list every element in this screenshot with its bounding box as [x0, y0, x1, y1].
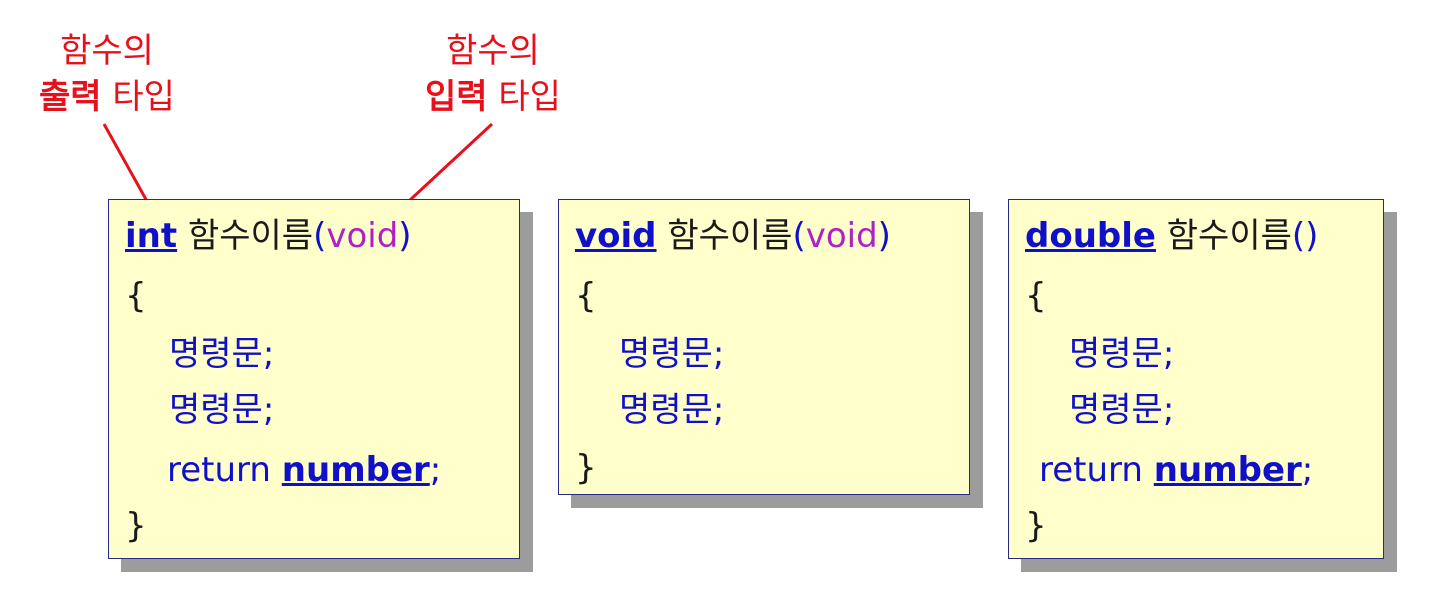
return-type-keyword: double [1025, 216, 1156, 256]
statement-line: 명령문; [1069, 334, 1175, 374]
input-type-annotation: 함수의 입력 타입 [408, 28, 578, 120]
open-paren: ( [313, 216, 327, 256]
return-type-keyword: void [575, 216, 657, 256]
statement-line: 명령문; [619, 390, 725, 430]
statement-line: 명령문; [1069, 390, 1175, 430]
function-name: 함수이름 [656, 216, 793, 256]
parens: () [1291, 216, 1319, 256]
param-type: void [805, 216, 878, 256]
signature-line: void 함수이름(void) [575, 216, 891, 256]
return-value: number [1153, 450, 1302, 490]
statement-line: 명령문; [169, 334, 275, 374]
param-type: void [326, 216, 399, 256]
annotation-line1: 함수의 [60, 31, 154, 71]
semicolon: ; [1301, 450, 1314, 490]
function-name: 함수이름 [177, 216, 314, 256]
semicolon: ; [429, 450, 442, 490]
annotation-line2: 출력 타입 [22, 74, 192, 120]
annotation-rest: 타입 [487, 77, 561, 117]
open-brace: { [575, 276, 597, 316]
close-brace: } [125, 506, 147, 546]
function-box-double: double 함수이름() { 명령문; 명령문; return number;… [1008, 199, 1384, 559]
return-keyword: return [167, 450, 282, 490]
return-value: number [281, 450, 430, 490]
annotation-line2: 입력 타입 [408, 74, 578, 120]
close-brace: } [575, 448, 597, 488]
open-brace: { [1025, 276, 1047, 316]
statement-line: 명령문; [169, 390, 275, 430]
close-brace: } [1025, 506, 1047, 546]
return-type-keyword: int [125, 216, 178, 256]
close-paren: ) [398, 216, 412, 256]
annotation-strong: 출력 [39, 77, 102, 117]
signature-line: double 함수이름() [1025, 216, 1318, 256]
close-paren: ) [877, 216, 891, 256]
annotation-line1: 함수의 [446, 31, 540, 71]
function-box-void: void 함수이름(void) { 명령문; 명령문; } [558, 199, 970, 495]
statement-line: 명령문; [619, 334, 725, 374]
return-line: return number; [167, 450, 441, 490]
return-line: return number; [1039, 450, 1313, 490]
return-keyword: return [1039, 450, 1154, 490]
annotation-strong: 입력 [425, 77, 488, 117]
signature-line: int 함수이름(void) [125, 216, 412, 256]
open-paren: ( [792, 216, 806, 256]
open-brace: { [125, 276, 147, 316]
output-type-annotation: 함수의 출력 타입 [22, 28, 192, 120]
function-name: 함수이름 [1155, 216, 1292, 256]
function-box-int: int 함수이름(void) { 명령문; 명령문; return number… [108, 199, 520, 559]
annotation-rest: 타입 [101, 77, 175, 117]
